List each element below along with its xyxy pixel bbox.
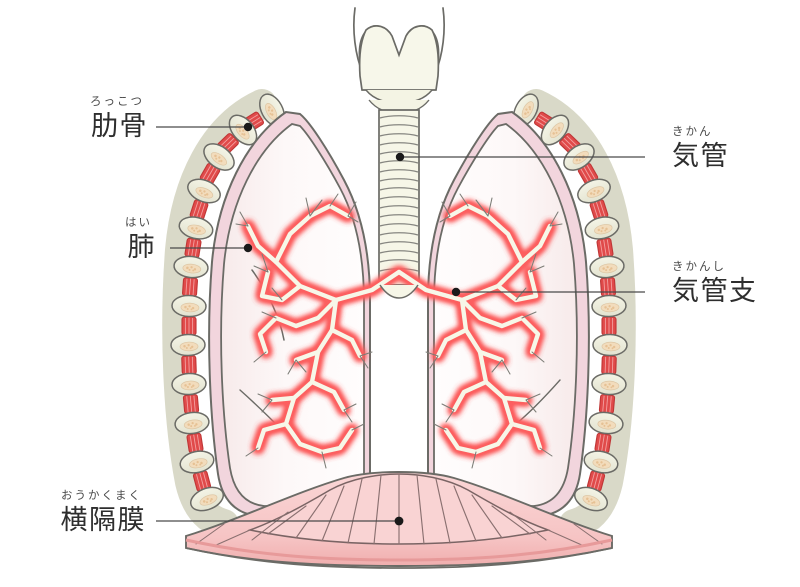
label-lung-kanji: 肺 bbox=[127, 231, 156, 263]
label-trachea: きかん 気管 bbox=[672, 124, 729, 172]
label-ribs-kanji: 肋骨 bbox=[91, 110, 148, 142]
label-ribs: ろっこつ 肋骨 bbox=[28, 94, 148, 142]
leader-lines bbox=[156, 126, 645, 522]
rib-cage-left bbox=[162, 89, 291, 539]
trachea bbox=[378, 109, 420, 286]
left-lung bbox=[208, 110, 371, 517]
label-bronchus-kanji: 気管支 bbox=[672, 275, 758, 307]
larynx bbox=[353, 7, 445, 114]
label-ribs-furigana: ろっこつ bbox=[90, 94, 144, 108]
label-lung: はい 肺 bbox=[28, 215, 156, 263]
label-trachea-kanji: 気管 bbox=[672, 140, 729, 172]
label-bronchus: きかんし 気管支 bbox=[672, 259, 758, 307]
bronchial-tree-lumen bbox=[245, 203, 553, 455]
leader-dots bbox=[243, 122, 461, 526]
bronchiole-twigs bbox=[235, 193, 563, 469]
right-lung bbox=[427, 110, 590, 517]
label-lung-furigana: はい bbox=[125, 215, 152, 229]
label-trachea-furigana: きかん bbox=[672, 124, 713, 138]
label-diaphragm: おうかくまく 横隔膜 bbox=[6, 488, 146, 536]
rib-cage-right bbox=[507, 89, 636, 539]
label-bronchus-furigana: きかんし bbox=[672, 259, 726, 273]
carina bbox=[379, 284, 419, 299]
label-diaphragm-kanji: 横隔膜 bbox=[60, 504, 146, 536]
label-diaphragm-furigana: おうかくまく bbox=[61, 488, 142, 502]
